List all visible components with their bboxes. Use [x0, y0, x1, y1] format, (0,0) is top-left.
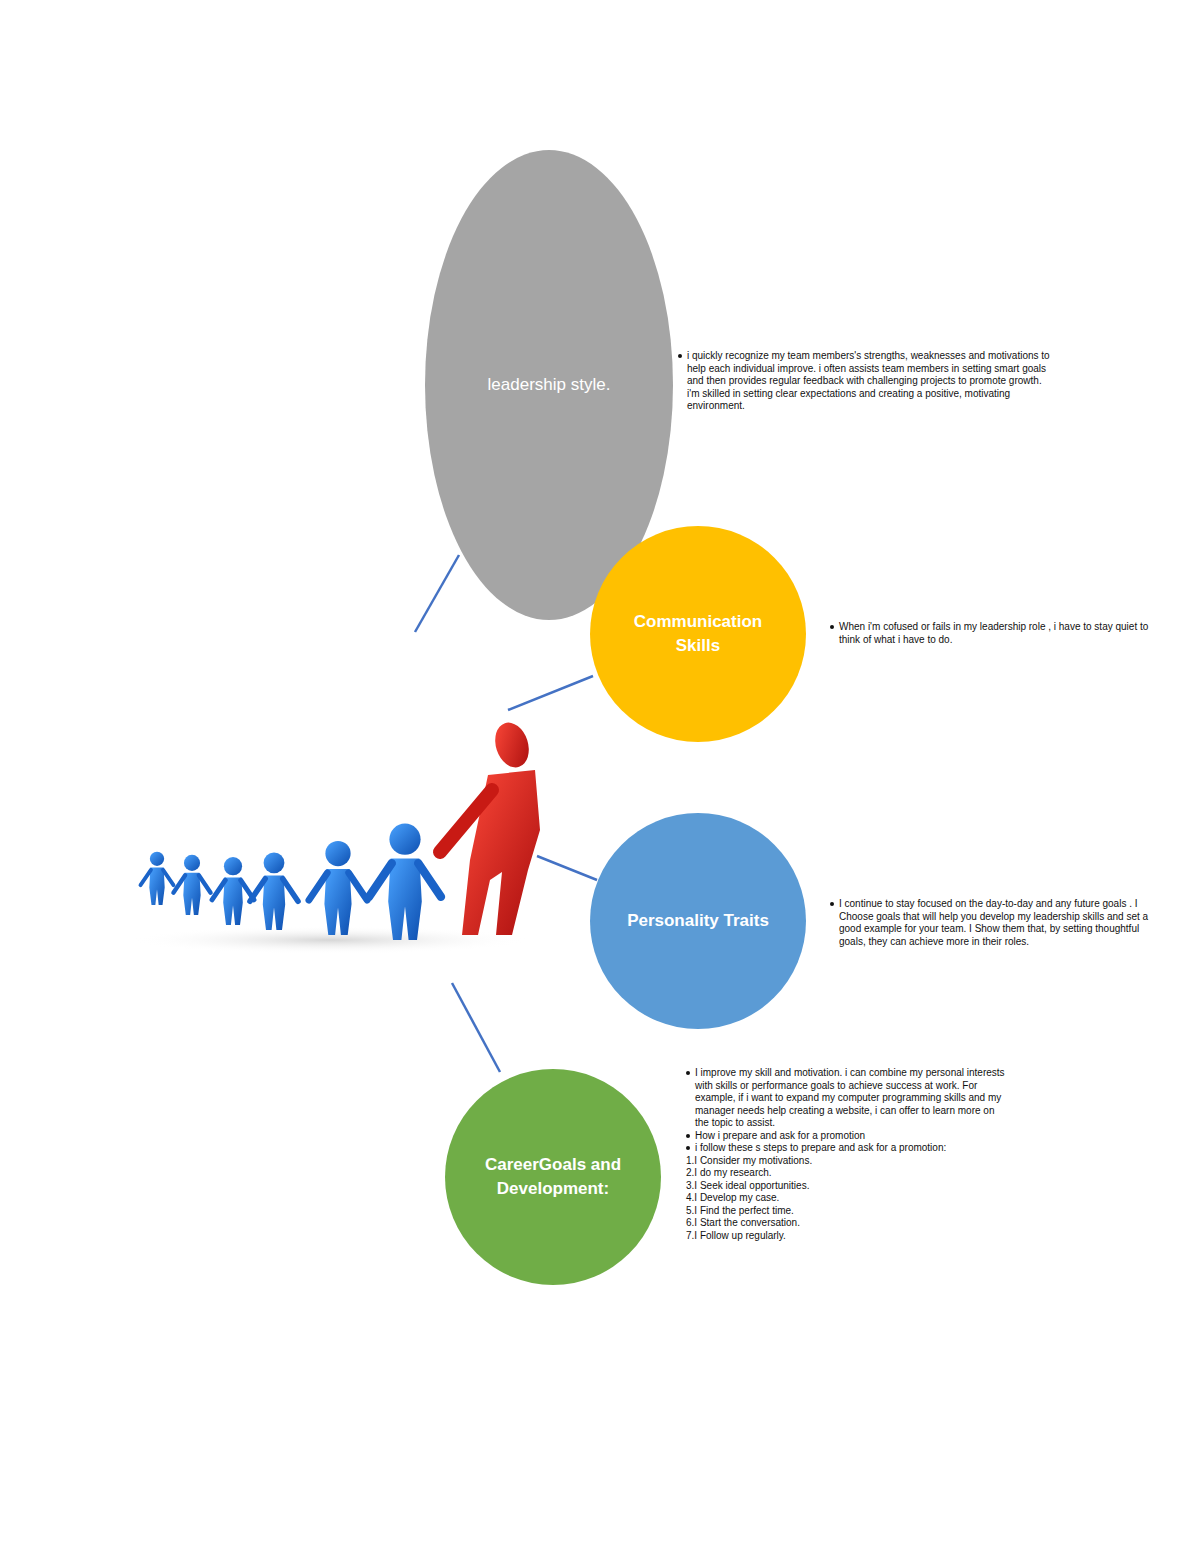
body-text-block: i quickly recognize my team members's st…	[678, 350, 1053, 413]
heading-holder: Personality Traits	[590, 813, 806, 1029]
numbered-step: 1.I Consider my motivations.	[686, 1155, 812, 1166]
bullet-dot	[830, 625, 834, 629]
bullet-text: i follow these s steps to prepare and as…	[695, 1142, 946, 1153]
bullet-dot	[686, 1134, 690, 1138]
body-item: When i'm cofused or fails in my leadersh…	[830, 621, 1150, 646]
bullet-dot	[686, 1146, 690, 1150]
body-item: 2.I do my research.	[686, 1167, 1006, 1180]
bullet-text: I improve my skill and motivation. i can…	[695, 1067, 1005, 1128]
numbered-step: 4.I Develop my case.	[686, 1192, 779, 1203]
heading-holder: CareerGoals and Development:	[445, 1069, 661, 1285]
leader-line	[415, 555, 597, 1072]
body-item: 7.I Follow up regularly.	[686, 1230, 1006, 1243]
body-item: 1.I Consider my motivations.	[686, 1155, 1006, 1168]
body-item: How i prepare and ask for a promotion	[686, 1130, 1006, 1143]
shape-outline	[445, 1069, 661, 1285]
bullet-text: How i prepare and ask for a promotion	[695, 1130, 865, 1141]
body-item: 6.I Start the conversation.	[686, 1217, 1006, 1230]
body-text-block: I continue to stay focused on the day-to…	[830, 898, 1160, 948]
bullet-dot	[830, 902, 834, 906]
shape-outline	[590, 526, 806, 742]
numbered-step: 7.I Follow up regularly.	[686, 1230, 786, 1241]
topic-circle: Personality TraitsI continue to stay foc…	[590, 813, 806, 1029]
body-item: i follow these s steps to prepare and as…	[686, 1142, 1006, 1155]
node-heading: leadership style.	[488, 373, 611, 397]
numbered-step: 6.I Start the conversation.	[686, 1217, 800, 1228]
bullet-text: I continue to stay focused on the day-to…	[839, 898, 1148, 947]
node-heading: CareerGoals and Development:	[473, 1153, 633, 1201]
bullet-text: i quickly recognize my team members's st…	[687, 350, 1050, 411]
topic-circle: CareerGoals and Development:I improve my…	[445, 1069, 661, 1285]
bullet-dot	[678, 354, 682, 358]
body-text-block: When i'm cofused or fails in my leadersh…	[830, 621, 1150, 646]
node-heading: Communication Skills	[618, 610, 778, 658]
body-item: i quickly recognize my team members's st…	[678, 350, 1053, 413]
topic-circle: Communication SkillsWhen i'm cofused or …	[590, 526, 806, 742]
body-item: 4.I Develop my case.	[686, 1192, 1006, 1205]
bullet-dot	[686, 1071, 690, 1075]
numbered-step: 5.I Find the perfect time.	[686, 1205, 794, 1216]
body-text-block: I improve my skill and motivation. i can…	[686, 1067, 1006, 1242]
body-item: 5.I Find the perfect time.	[686, 1205, 1006, 1218]
heading-holder: Communication Skills	[590, 526, 806, 742]
numbered-step: 3.I Seek ideal opportunities.	[686, 1180, 809, 1191]
body-item: I improve my skill and motivation. i can…	[686, 1067, 1006, 1130]
numbered-step: 2.I do my research.	[686, 1167, 772, 1178]
node-heading: Personality Traits	[627, 909, 769, 933]
body-item: 3.I Seek ideal opportunities.	[686, 1180, 1006, 1193]
body-item: I continue to stay focused on the day-to…	[830, 898, 1160, 948]
bullet-text: When i'm cofused or fails in my leadersh…	[839, 621, 1148, 645]
